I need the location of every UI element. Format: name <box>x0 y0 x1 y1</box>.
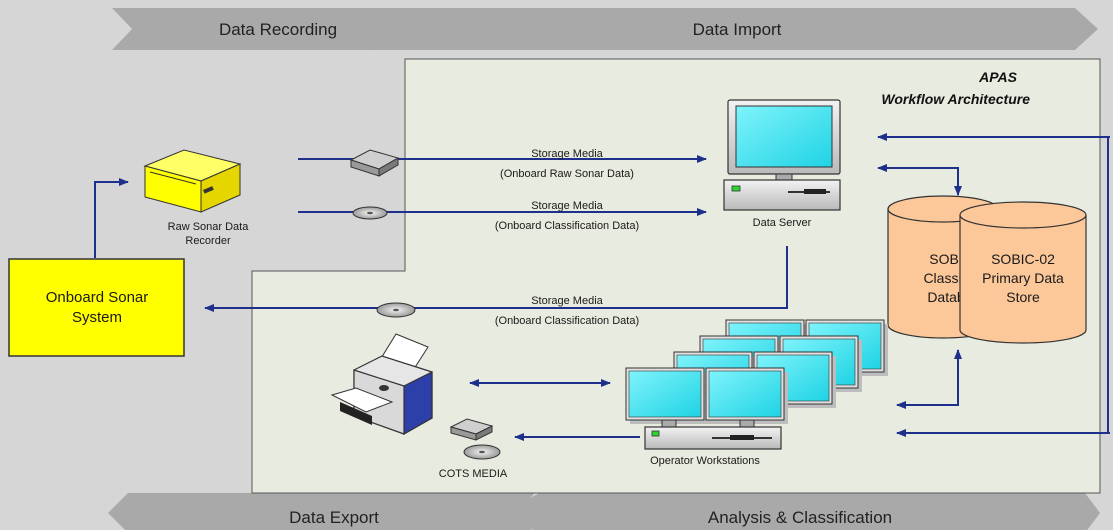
class-media-in-label-line1: Storage Media <box>531 200 603 212</box>
cots-disc-icon <box>463 444 501 460</box>
monitor-screen <box>628 370 702 418</box>
disc-icon <box>376 302 416 318</box>
phase-arrow-data-export: Data Export <box>108 493 535 530</box>
raw-media-label-line2: (Onboard Raw Sonar Data) <box>500 168 634 180</box>
onboard-sonar-label-line1: Onboard Sonar <box>46 289 149 306</box>
phase-arrow-analysis-classification: Analysis & Classification <box>498 493 1100 530</box>
phase-label-analysis-classification: Analysis & Classification <box>708 508 892 527</box>
printer-icon <box>330 333 433 436</box>
hard-drive-icon <box>349 149 400 177</box>
class-media-out-label-line2: (Onboard Classification Data) <box>495 315 639 327</box>
db-front-label-line1: SOBIC-02 <box>991 251 1055 267</box>
connector-server-database <box>877 164 962 196</box>
onboard-sonar-label-line2: System <box>72 309 122 326</box>
data-server-label: Data Server <box>753 217 812 229</box>
raw-media-label-line1: Storage Media <box>531 148 603 160</box>
database-primary-store: SOBIC-02 Primary Data Store <box>959 201 1087 344</box>
class-media-in-label-line2: (Onboard Classification Data) <box>495 220 639 232</box>
data-server-icon <box>723 99 841 211</box>
monitor-stand <box>661 419 677 428</box>
operator-workstations-label: Operator Workstations <box>650 455 760 467</box>
phase-label-data-recording: Data Recording <box>219 20 337 39</box>
db-front-label-line2: Primary Data <box>982 270 1064 286</box>
db-back-label-line1: SOBI <box>929 251 962 267</box>
diagram-title-line1: APAS <box>978 69 1018 85</box>
phase-arrow-data-recording: Data Recording <box>112 8 428 50</box>
recorder-icon <box>143 149 242 213</box>
recorder-label-line2: Recorder <box>185 235 231 247</box>
phase-label-data-export: Data Export <box>289 508 379 527</box>
monitor-screen <box>708 370 782 418</box>
disc-icon <box>352 206 388 220</box>
db-back-label-line3: Datab <box>927 289 965 305</box>
connector-workstations-database <box>896 349 962 409</box>
phase-arrow-data-import: Data Import <box>372 8 1098 50</box>
onboard-sonar-system: Onboard Sonar System <box>8 258 185 357</box>
diagram-title-line2: Workflow Architecture <box>881 91 1030 107</box>
cots-media-label: COTS MEDIA <box>439 468 508 480</box>
db-back-label-line2: Classifi <box>923 270 968 286</box>
recorder-label-line1: Raw Sonar Data <box>168 221 250 233</box>
phase-label-data-import: Data Import <box>693 20 782 39</box>
db-front-label-line3: Store <box>1006 289 1040 305</box>
monitor-stand <box>739 419 755 428</box>
class-media-out-label-line1: Storage Media <box>531 295 603 307</box>
connector-sonar-to-recorder <box>94 178 129 258</box>
operator-workstations-icon <box>625 319 888 450</box>
cots-hard-drive-icon <box>449 418 494 441</box>
